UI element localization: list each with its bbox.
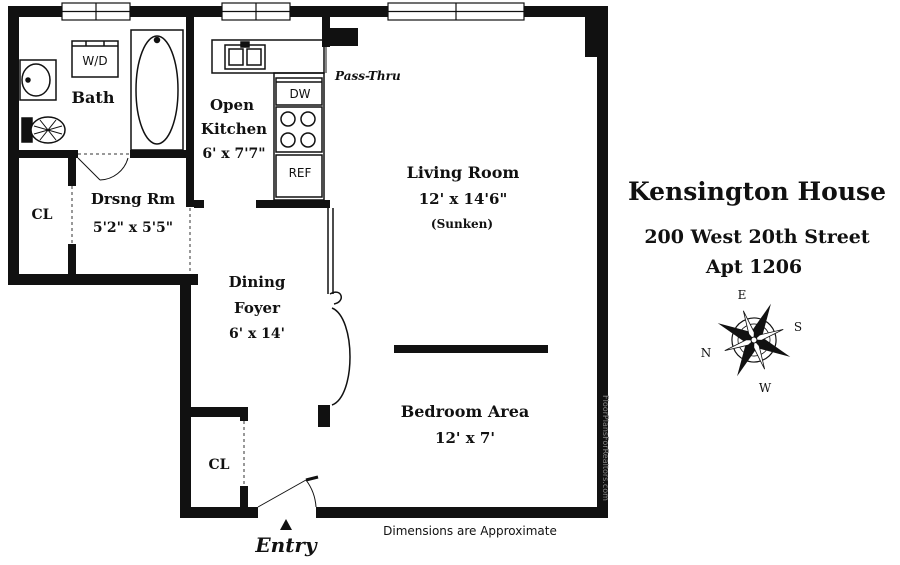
pass-thru-label: Pass-Thru xyxy=(334,69,401,83)
window-bath xyxy=(61,2,131,21)
window-kitchen xyxy=(221,2,291,21)
bath-label: Bath xyxy=(72,88,115,107)
apartment-number: Apt 1206 xyxy=(705,256,802,278)
kitchen-dims: 6' x 7'7" xyxy=(202,146,265,162)
stove xyxy=(275,106,323,153)
bedroom-area-label: Bedroom Area xyxy=(401,402,530,421)
openings xyxy=(71,153,245,486)
disclaimer: Dimensions are Approximate xyxy=(383,524,557,538)
dressing-room-label: Drsng Rm xyxy=(91,190,175,208)
window-living xyxy=(387,2,525,21)
kitchen-label-2: Kitchen xyxy=(201,120,267,138)
dressing-room-dims: 5'2" x 5'5" xyxy=(93,220,173,236)
sunken-step xyxy=(327,208,351,406)
room-labels: W/D Bath Open Kitchen 6' x 7'7" DW REF P… xyxy=(32,54,530,473)
dishwasher-label: DW xyxy=(289,87,310,101)
living-room-dims: 12' x 14'6" xyxy=(419,190,508,208)
closet-upper-label: CL xyxy=(32,207,53,223)
compass-rose-icon xyxy=(717,303,791,377)
entry-arrow-icon xyxy=(280,519,292,530)
kitchen-fixtures xyxy=(211,39,327,201)
closet-lower-label: CL xyxy=(209,457,230,473)
washer-dryer xyxy=(71,40,119,78)
dining-foyer-dims: 6' x 14' xyxy=(229,326,285,342)
refrigerator xyxy=(275,154,323,198)
kitchen-label-1: Open xyxy=(210,96,254,114)
windows xyxy=(61,2,525,21)
living-room-label: Living Room xyxy=(407,163,520,182)
dishwasher xyxy=(275,77,323,106)
building-name: Kensington House xyxy=(628,177,886,206)
dining-foyer-label-1: Dining xyxy=(229,273,286,291)
bath-fixtures xyxy=(19,29,184,181)
washer-dryer-label: W/D xyxy=(82,54,107,68)
building-address: 200 West 20th Street xyxy=(644,226,870,248)
living-room-note: (Sunken) xyxy=(431,217,493,231)
toilet xyxy=(21,116,66,144)
compass-w: W xyxy=(759,381,772,395)
title-block: Kensington House 200 West 20th Street Ap… xyxy=(628,177,886,278)
dining-foyer-label-2: Foyer xyxy=(234,299,281,317)
refrigerator-label: REF xyxy=(289,166,312,180)
entry-door xyxy=(257,475,319,508)
compass-e: E xyxy=(738,288,747,302)
sink xyxy=(19,59,57,101)
entry-label: Entry xyxy=(254,533,318,557)
bedroom-area-dims: 12' x 7' xyxy=(435,429,495,447)
compass-labels: N E S W xyxy=(701,288,802,395)
compass-n: N xyxy=(701,346,712,360)
compass-s: S xyxy=(794,320,802,334)
bathtub xyxy=(130,29,184,151)
watermark: FloorPlansForRealtors.com xyxy=(601,395,610,501)
walls xyxy=(8,6,608,518)
